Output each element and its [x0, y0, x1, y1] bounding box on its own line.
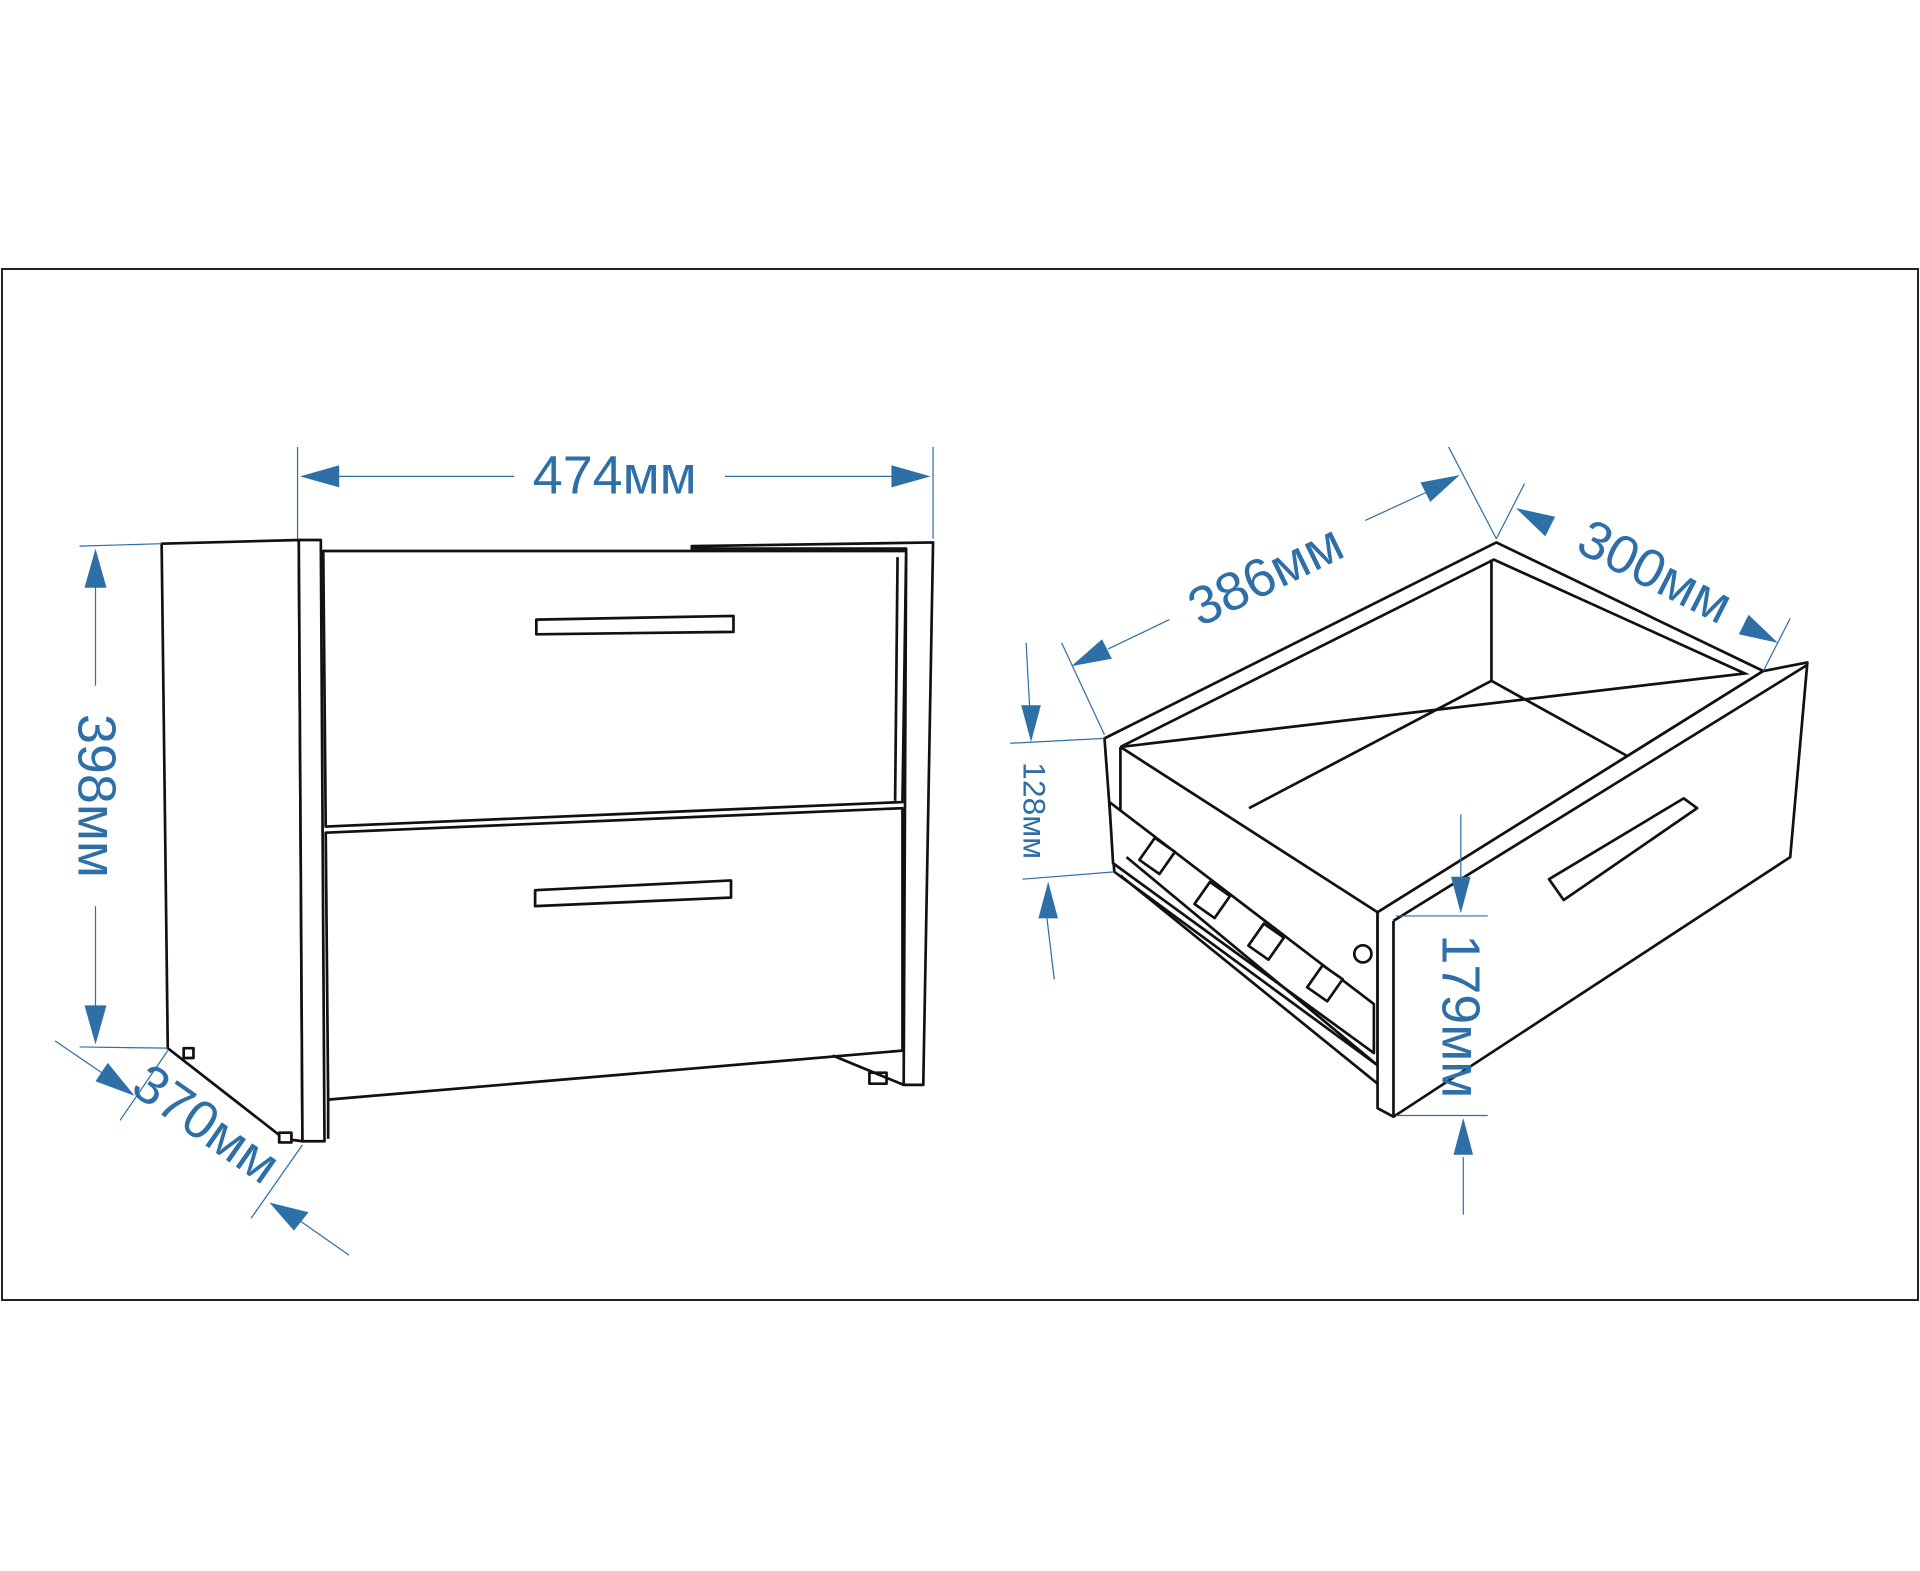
bottom-drawer-handle [533, 879, 733, 908]
drawer-side-height-label: 128мм [1017, 762, 1053, 859]
top-drawer-handle [534, 614, 735, 636]
side-panel [160, 538, 304, 1143]
width-dimension: 474мм [296, 445, 934, 539]
width-label: 474мм [533, 445, 697, 505]
bottom-drawer-front [324, 806, 904, 1101]
drawer-slide [1108, 800, 1376, 1055]
drawer-length-label: 386мм [1179, 512, 1353, 638]
drawer-front-height-label: 179мм [1430, 934, 1490, 1098]
foot [182, 1046, 195, 1060]
height-label: 398мм [66, 714, 126, 878]
foot [277, 1131, 293, 1144]
nightstand-drawing [160, 538, 935, 1144]
drawer-side-height-dimension: 128мм [1010, 642, 1115, 980]
drawer-drawing [1103, 541, 1809, 1119]
drawer-handle [1547, 797, 1699, 902]
frame-border [1, 268, 1919, 1301]
top-drawer-front [321, 549, 908, 828]
drawer-front-height-dimension: 179мм [1395, 814, 1490, 1215]
height-dimension: 398мм [66, 543, 168, 1049]
slide-brackets [1138, 836, 1373, 1003]
front-edge-left [297, 538, 326, 1143]
